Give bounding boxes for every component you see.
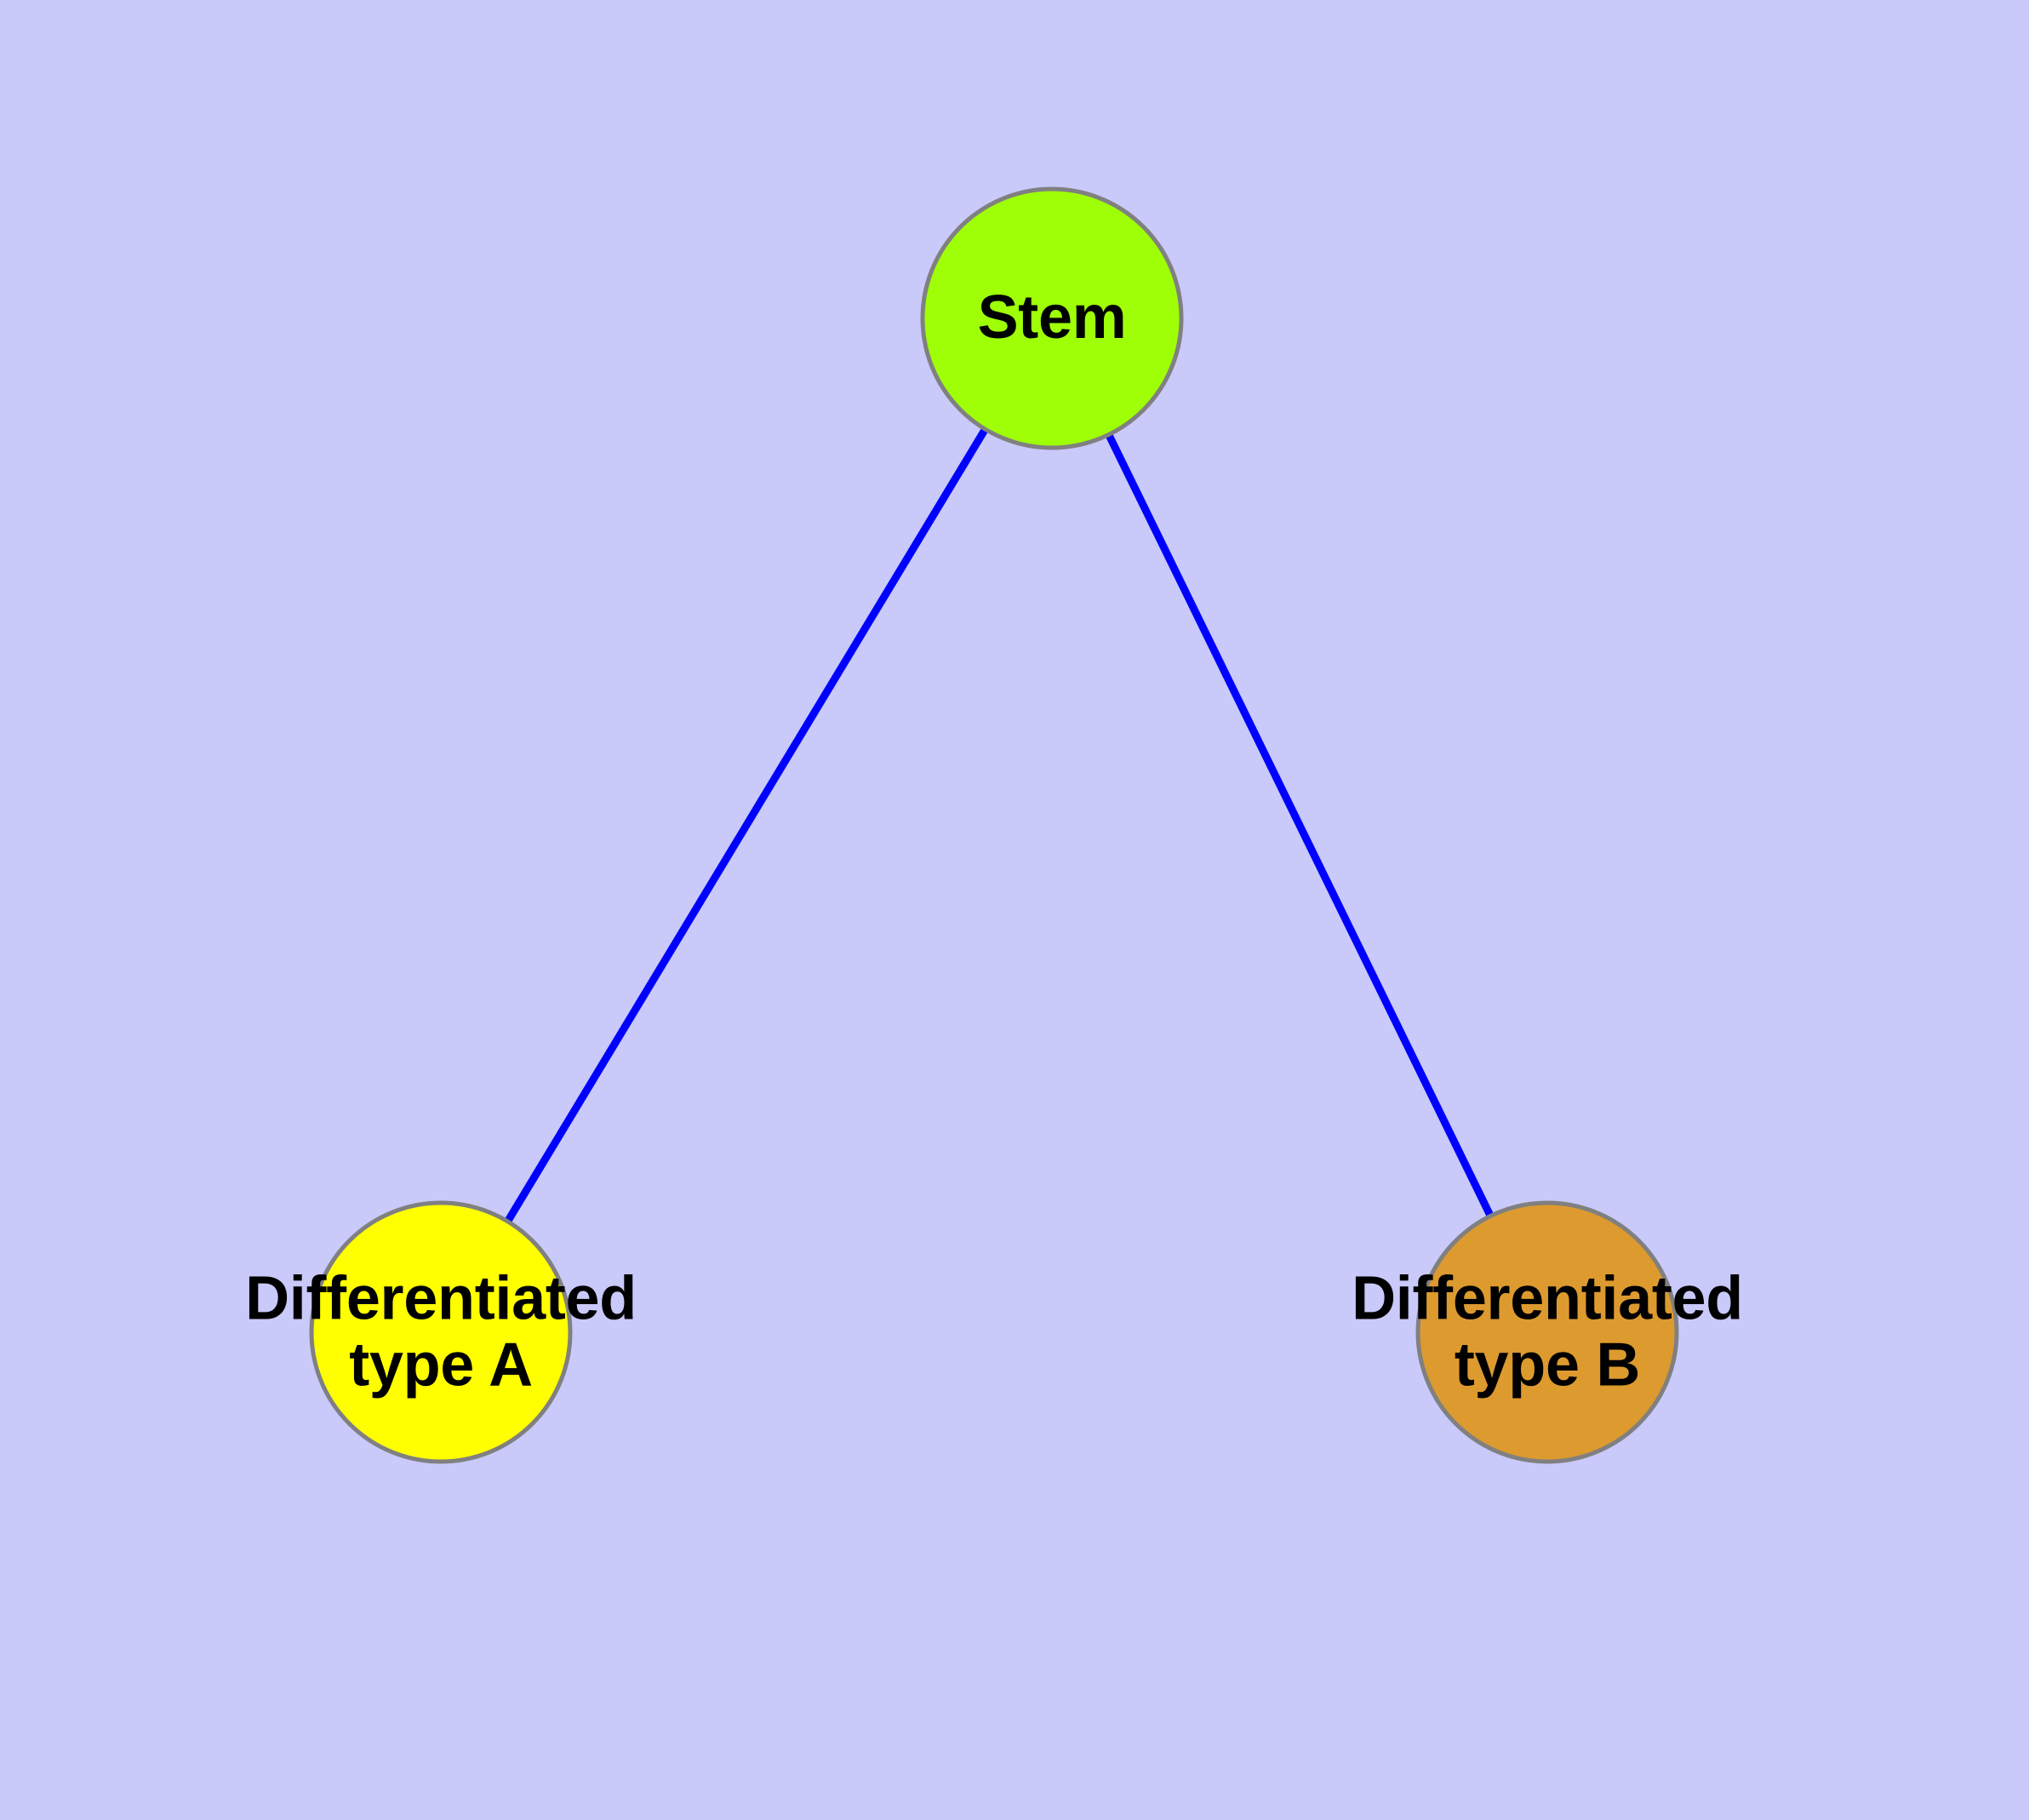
node-diff_b[interactable] bbox=[1415, 1200, 1679, 1464]
node-diff_a[interactable] bbox=[309, 1200, 573, 1464]
node-layer bbox=[309, 186, 1679, 1464]
node-stem[interactable] bbox=[920, 186, 1184, 450]
edge-layer bbox=[504, 426, 1495, 1224]
edge-stem-diff-a bbox=[504, 426, 989, 1224]
edge-stem-diff-b bbox=[1105, 432, 1495, 1218]
